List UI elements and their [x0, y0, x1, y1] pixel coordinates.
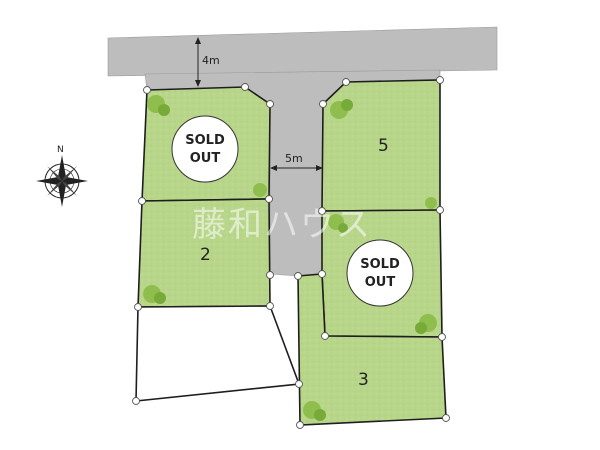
tree-cluster-h	[303, 401, 326, 421]
north-compass	[36, 155, 88, 207]
public-road	[107, 26, 498, 77]
road-width-dimension	[195, 37, 201, 87]
sold-badge-2-line2: OUT	[365, 275, 396, 290]
watermark: 藤和ハウス	[192, 205, 372, 245]
compass-north-label: N	[57, 145, 64, 155]
sold-out-badge-2: SOLD OUT	[346, 239, 414, 307]
lot-5-number: 5	[378, 136, 389, 156]
sold-out-badge-1: SOLD OUT	[171, 115, 239, 183]
lot-empty	[135, 305, 301, 402]
access-width-label: 5m	[285, 152, 303, 165]
tree-cluster-e	[425, 197, 437, 209]
sold-badge-2-line1: SOLD	[360, 257, 400, 272]
lot-5	[321, 79, 441, 212]
lot-3-number: 3	[358, 370, 369, 390]
road-width-label: 4m	[202, 54, 220, 67]
tree-cluster-d	[330, 99, 353, 119]
tree-cluster-b	[253, 183, 267, 197]
lot-2-number: 2	[200, 245, 211, 265]
sold-badge-1-line2: OUT	[190, 151, 221, 166]
boundary-markers	[132, 76, 450, 429]
tree-cluster-f	[328, 214, 348, 233]
sold-badge-1-line1: SOLD	[185, 133, 225, 148]
tree-cluster-g	[415, 314, 437, 334]
tree-cluster-a	[147, 95, 170, 116]
tree-cluster-c	[143, 285, 166, 304]
access-width-dimension	[270, 165, 323, 171]
